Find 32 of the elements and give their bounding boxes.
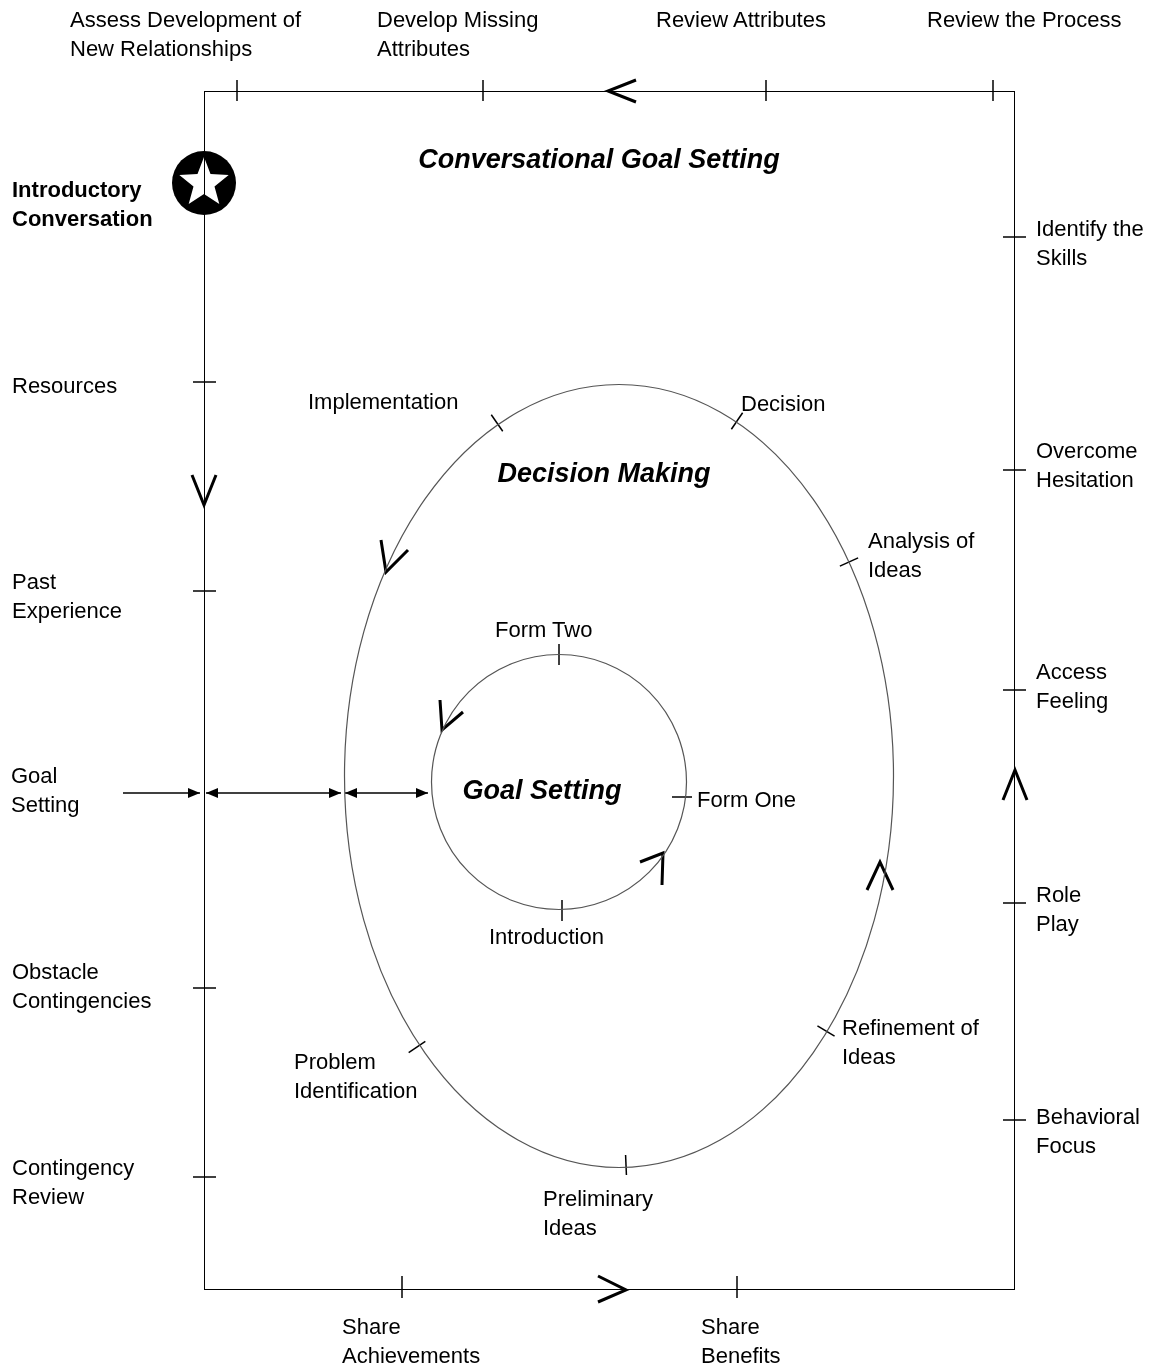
stage-label: Overcome Hesitation bbox=[1036, 437, 1139, 494]
stage-label: Review Attributes bbox=[656, 6, 827, 34]
stage-label: Refinement of Ideas bbox=[842, 1014, 980, 1071]
stage-label: Share Benefits bbox=[701, 1313, 782, 1370]
stage-label: Role Play bbox=[1036, 881, 1083, 938]
stage-label: Preliminary Ideas bbox=[543, 1185, 655, 1242]
stage-label: Behavioral Focus bbox=[1036, 1103, 1141, 1160]
stage-label: Share Achievements bbox=[342, 1313, 482, 1370]
stage-label: Goal Setting bbox=[11, 762, 81, 819]
stage-label: Assess Development of New Relationships bbox=[70, 6, 303, 63]
stage-label: Introductory Conversation bbox=[12, 176, 154, 233]
arrow bbox=[205, 788, 342, 798]
stage-label: Identify the Skills bbox=[1036, 215, 1145, 272]
diagram-heading: Decision Making bbox=[497, 457, 711, 489]
stage-label: Contingency Review bbox=[12, 1154, 136, 1211]
diagram-heading: Conversational Goal Setting bbox=[418, 143, 780, 175]
stage-label: Implementation bbox=[308, 388, 460, 416]
diagram-heading: Goal Setting bbox=[462, 774, 622, 806]
arrow bbox=[344, 788, 429, 798]
stage-label: Problem Identification bbox=[294, 1048, 419, 1105]
stage-label: Analysis of Ideas bbox=[868, 527, 976, 584]
stage-label: Review the Process bbox=[927, 6, 1123, 34]
stage-label: Resources bbox=[12, 372, 119, 400]
stage-label: Access Feeling bbox=[1036, 658, 1110, 715]
stage-label: Form Two bbox=[495, 616, 594, 644]
stage-label: Past Experience bbox=[12, 568, 124, 625]
stage-label: Decision bbox=[741, 390, 827, 418]
stage-label: Develop Missing Attributes bbox=[377, 6, 540, 63]
stage-label: Obstacle Contingencies bbox=[12, 958, 153, 1015]
stage-label: Form One bbox=[697, 786, 798, 814]
arrow bbox=[122, 788, 201, 798]
stage-label: Introduction bbox=[489, 923, 605, 951]
